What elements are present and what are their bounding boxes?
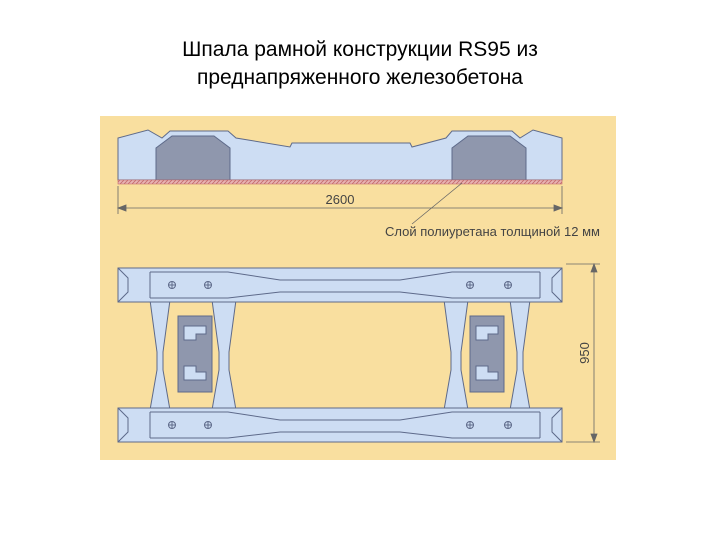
slide-title: Шпала рамной конструкции RS95 из преднап… — [0, 36, 720, 92]
right-pad-slot-top — [475, 325, 499, 341]
right-pad-slot-bottom — [475, 365, 499, 381]
length-dimension — [116, 186, 564, 214]
polyurethane-layer — [117, 179, 563, 185]
top-beam-outline — [149, 271, 541, 299]
top-beam-right-end — [551, 267, 563, 303]
side-view-right-pad — [451, 135, 527, 181]
hole — [504, 281, 512, 289]
length-label: 2600 — [326, 192, 355, 207]
layer-label: Слой полиуретана толщиной 12 мм — [385, 224, 600, 239]
top-beam-left-end — [117, 267, 129, 303]
bottom-beam — [117, 407, 563, 443]
side-view — [117, 129, 563, 185]
hole — [466, 281, 474, 289]
fastening-holes — [168, 281, 512, 429]
title-line-2: преднапряженного железобетона — [197, 66, 523, 89]
width-label: 950 — [577, 342, 592, 364]
width-dimension — [566, 262, 600, 444]
side-view-left-pad — [155, 135, 231, 181]
top-beam — [117, 267, 563, 303]
plan-pads — [177, 315, 505, 393]
hole — [168, 281, 176, 289]
plan-view — [117, 267, 563, 443]
hole — [168, 421, 176, 429]
left-pad-slot-top — [183, 325, 207, 341]
hole — [504, 421, 512, 429]
hole — [204, 421, 212, 429]
bottom-beam-left-end — [117, 407, 129, 443]
title-line-1: Шпала рамной конструкции RS95 из — [182, 38, 538, 61]
left-pad-slot-bottom — [183, 365, 207, 381]
layer-leader-line — [411, 182, 463, 225]
bottom-beam-right-end — [551, 407, 563, 443]
hole — [466, 421, 474, 429]
hole — [204, 281, 212, 289]
bottom-beam-outline — [149, 411, 541, 439]
